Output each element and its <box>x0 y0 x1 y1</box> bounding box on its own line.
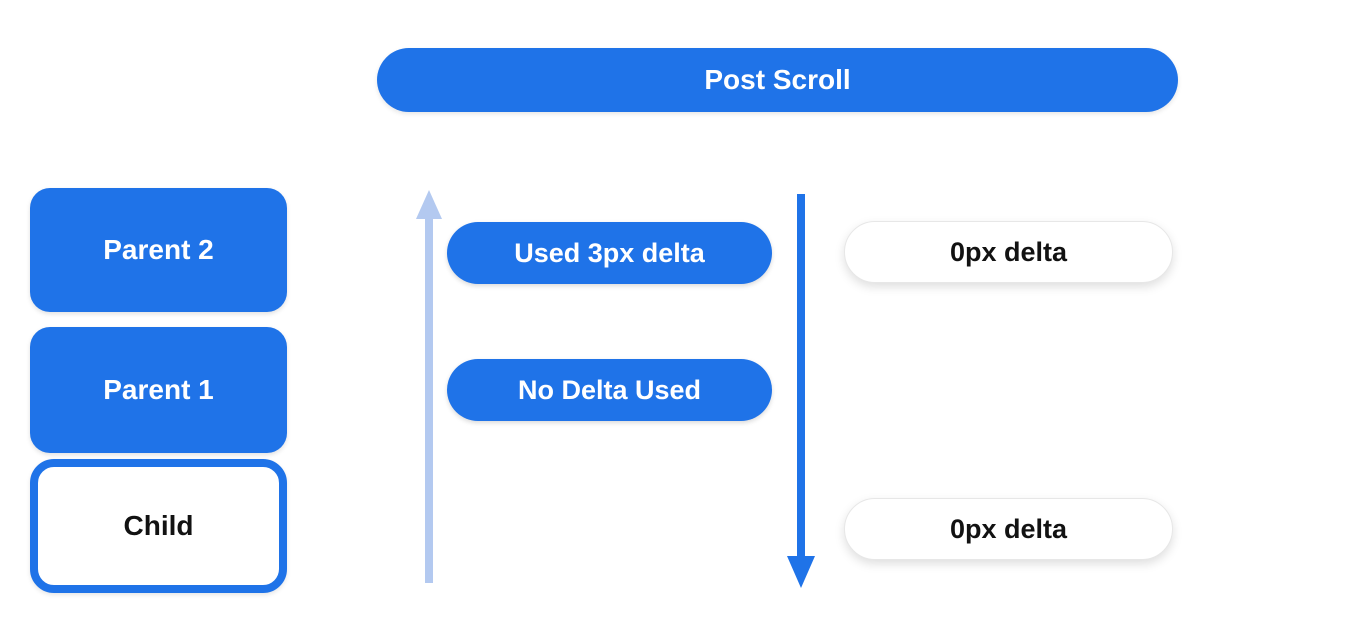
annotation-0px-delta-bottom: 0px delta <box>844 498 1173 560</box>
annotation-0px-delta-top-label: 0px delta <box>949 236 1068 267</box>
post-scroll-header-label: Post Scroll <box>704 64 851 95</box>
post-scroll-header: Post Scroll <box>377 48 1178 112</box>
node-parent-1: Parent 1 <box>30 327 287 453</box>
scroll-down-arrow <box>787 194 815 588</box>
annotation-no-delta-used-label: No Delta Used <box>517 374 702 405</box>
scroll-up-arrow <box>416 190 442 583</box>
annotation-0px-delta-top: 0px delta <box>844 221 1173 283</box>
node-parent-2-label: Parent 2 <box>103 234 214 265</box>
annotation-used-3px-delta: Used 3px delta <box>447 222 772 284</box>
node-child-label: Child <box>123 510 194 541</box>
annotation-no-delta-used: No Delta Used <box>447 359 772 421</box>
node-child: Child <box>30 459 287 593</box>
annotation-used-3px-delta-label: Used 3px delta <box>514 237 705 268</box>
node-parent-1-label: Parent 1 <box>103 374 214 405</box>
annotation-0px-delta-bottom-label: 0px delta <box>949 513 1068 544</box>
node-parent-2: Parent 2 <box>30 188 287 312</box>
